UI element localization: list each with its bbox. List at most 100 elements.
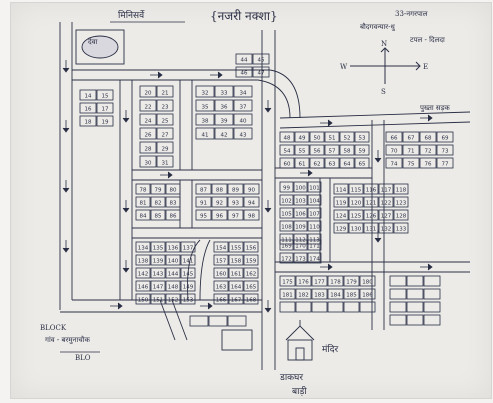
house-number: 138 [138,259,149,265]
house-number: 85 [155,214,162,220]
house-number: 116 [366,188,377,194]
house-plot [235,53,253,65]
house-number: 61 [299,162,306,168]
house-plot [243,293,259,305]
house-plot [389,301,407,313]
house-plot [363,196,379,208]
house-plot [279,144,295,156]
house-plot [333,183,349,195]
house-plot [195,85,215,98]
house-plot [279,275,296,287]
house-plot [139,127,157,140]
house-plot [243,241,259,253]
house-plot [359,275,376,287]
house-plot [189,315,209,327]
house-plot [208,315,228,327]
house-plot [243,209,260,221]
house-number: 67 [408,136,415,142]
house-number: 169 [281,244,292,250]
house-number: 97 [232,214,239,220]
house-number: 92 [216,201,223,207]
house-plot [135,183,151,195]
house-plot [363,183,379,195]
pond-enclosure [75,29,125,65]
house-number: 17 [102,107,109,113]
house-plot [227,183,244,195]
house-number: 127 [381,214,392,220]
house-plot [436,144,454,156]
house-number: 25 [162,119,169,125]
house-number: 88 [216,188,223,194]
house-number: 43 [240,133,247,139]
house-number: 156 [246,246,257,252]
house-plot [406,301,424,313]
house-plot [348,209,364,221]
house-number: 16 [85,107,92,113]
house-number: 52 [344,136,351,142]
house-plot [354,131,370,143]
house-number: 80 [170,188,177,194]
house-plot [279,181,294,193]
house-plot [150,196,166,208]
house-plot [423,275,441,287]
house-plot [213,267,229,279]
house-plot [354,144,370,156]
house-plot [311,275,328,287]
house-plot [139,113,157,126]
house-plot [214,85,234,98]
temple-icon [285,320,315,361]
house-number: 18 [85,120,92,126]
house-plot [135,196,151,208]
house-number: 130 [351,227,362,233]
compass-west: W [340,63,348,71]
house-plot [135,293,151,305]
house-plot [385,144,403,156]
house-plot [295,275,312,287]
direction-arrows [62,60,433,313]
house-plot [233,113,253,126]
house-plot [354,157,370,169]
house-plot [156,127,174,140]
house-number: 147 [153,285,164,291]
house-plot [165,241,181,253]
house-number: 66 [391,136,398,142]
house-plot [402,157,420,169]
house-number: 163 [216,285,227,291]
house-number: 131 [366,227,377,233]
house-number: 146 [138,285,149,291]
house-plot [213,241,229,253]
map-title: {नजरी नक्शा} [210,9,278,23]
house-plot [339,131,355,143]
house-plot [243,280,259,292]
house-number: 170 [295,244,306,250]
house-plot [295,288,312,300]
house-plot [293,220,308,232]
house-plot [279,288,296,300]
house-plot [227,196,244,208]
house-plot [307,194,322,206]
house-plot [309,131,325,143]
house-number: 91 [200,201,207,207]
house-plot [293,207,308,219]
house-plot [243,267,259,279]
house-number: 94 [248,201,255,207]
house-plot [235,66,253,78]
house-number: 140 [168,259,179,265]
house-plot [307,220,322,232]
house-plot [156,85,174,98]
house-number: 171 [309,244,320,250]
house-plot [228,241,244,253]
house-number: 39 [221,119,228,125]
post-office-box [221,329,253,351]
house-plot [324,144,340,156]
house-plot [343,275,360,287]
house-plot [165,280,181,292]
house-plot [389,288,407,300]
house-plot [393,209,409,221]
house-number: 151 [153,298,164,304]
paper-sheet [10,2,492,399]
house-plot [327,288,344,300]
house-number: 161 [231,272,242,278]
house-plot [180,293,196,305]
house-number: 99 [283,186,290,192]
